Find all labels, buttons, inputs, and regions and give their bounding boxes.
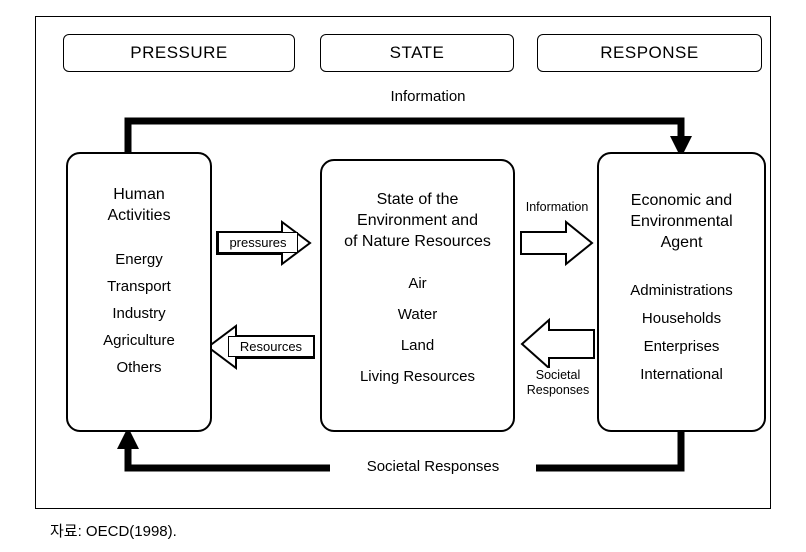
label-societal-responses-mid: Societal Responses xyxy=(520,368,596,398)
box-human-items: Energy Transport Industry Agriculture Ot… xyxy=(103,251,175,376)
outer-frame xyxy=(35,16,771,509)
label-societal-responses-bottom: Societal Responses xyxy=(330,458,536,475)
header-label-pressure: PRESSURE xyxy=(130,43,228,62)
box-human-title: Human Activities xyxy=(107,186,171,224)
label-information-top: Information xyxy=(345,88,511,105)
header-label-state: STATE xyxy=(389,43,445,62)
box-agent-title: Economic and Environmental Agent xyxy=(630,192,733,251)
box-human-activities: Human Activities Energy Transport Indust… xyxy=(66,152,212,432)
box-state-environment: State of the Environment and of Nature R… xyxy=(320,159,515,432)
label-pressures: pressures xyxy=(218,232,298,253)
header-box-state: STATE xyxy=(320,34,514,72)
label-resources: Resources xyxy=(228,336,314,357)
label-information-mid: Information xyxy=(519,200,595,215)
header-label-response: RESPONSE xyxy=(600,43,699,62)
box-state-title: State of the Environment and of Nature R… xyxy=(344,191,491,250)
header-box-response: RESPONSE xyxy=(537,34,762,72)
source-caption: 자료: OECD(1998). xyxy=(50,523,177,540)
box-economic-environmental-agent: Economic and Environmental Agent Adminis… xyxy=(597,152,766,432)
box-agent-items: Administrations Households Enterprises I… xyxy=(630,282,733,383)
header-box-pressure: PRESSURE xyxy=(63,34,295,72)
box-state-items: Air Water Land Living Resources xyxy=(359,275,476,385)
